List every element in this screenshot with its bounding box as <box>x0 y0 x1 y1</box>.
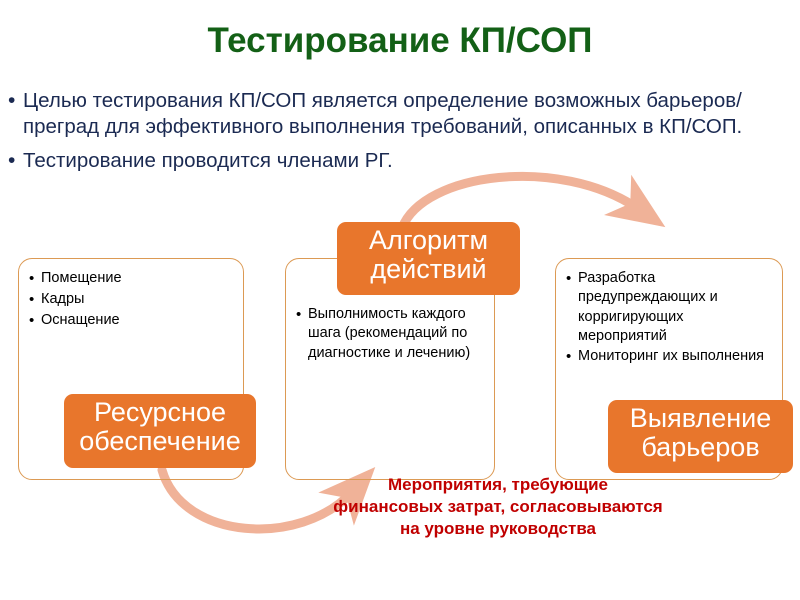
bullet-dot-icon: • <box>8 89 16 112</box>
bullet-text: Тестирование проводится членами РГ. <box>23 148 393 172</box>
bullet-dot-icon: • <box>296 306 302 323</box>
bullet-text: Целью тестирования КП/СОП является опред… <box>23 89 743 138</box>
list-item-label: Разработка предупреждающих и корригирующ… <box>578 270 718 344</box>
list-item: • Кадры <box>29 290 235 310</box>
bullet-dot-icon: • <box>566 348 572 366</box>
list-item: • Разработка предупреждающих и корригиру… <box>566 269 774 346</box>
arrow-top-curve <box>397 172 666 233</box>
list-item-label: Помещение <box>41 270 122 286</box>
list-item: • Мониторинг их выполнения <box>566 347 774 367</box>
bullet-dot-icon: • <box>29 311 35 329</box>
content-box-algorithm-body: • Выполнимость каждого шага (рекомендаци… <box>286 259 494 370</box>
list-item: • Целью тестирования КП/СОП является опр… <box>8 88 790 140</box>
bullet-dot-icon: • <box>29 290 35 308</box>
list-item-label: Оснащение <box>41 311 120 328</box>
label-chip-resources: Ресурсное обеспечение <box>64 394 256 468</box>
content-box-resources: • Помещение • Кадры • Оснащение <box>18 258 244 480</box>
bullet-dot-icon: • <box>29 270 35 287</box>
list-item: • Тестирование проводится членами РГ. <box>8 148 790 174</box>
content-box-resources-body: • Помещение • Кадры • Оснащение <box>19 259 243 338</box>
list-item-label: Кадры <box>41 290 85 307</box>
list-item-label: Мониторинг их выполнения <box>578 348 765 365</box>
bullet-dot-icon: • <box>566 270 572 287</box>
list-item: • Выполнимость каждого шага (рекомендаци… <box>296 305 486 363</box>
page-title: Тестирование КП/СОП <box>207 21 593 60</box>
list-item-label: Выполнимость каждого шага (рекомендаций … <box>308 306 471 361</box>
content-box-barriers: • Разработка предупреждающих и корригиру… <box>555 258 783 480</box>
list-item: • Оснащение <box>29 311 235 331</box>
content-box-barriers-body: • Разработка предупреждающих и корригиру… <box>556 259 782 374</box>
list-item: • Помещение <box>29 269 235 289</box>
body-bullet-list: • Целью тестирования КП/СОП является опр… <box>8 88 790 182</box>
red-note-text: Мероприятия, требующие финансовых затрат… <box>333 475 663 539</box>
label-chip-barriers: Выявление барьеров <box>608 400 793 473</box>
content-box-algorithm: • Выполнимость каждого шага (рекомендаци… <box>285 258 495 480</box>
bullet-dot-icon: • <box>8 148 16 172</box>
label-chip-algorithm: Алгоритм действий <box>337 222 520 295</box>
